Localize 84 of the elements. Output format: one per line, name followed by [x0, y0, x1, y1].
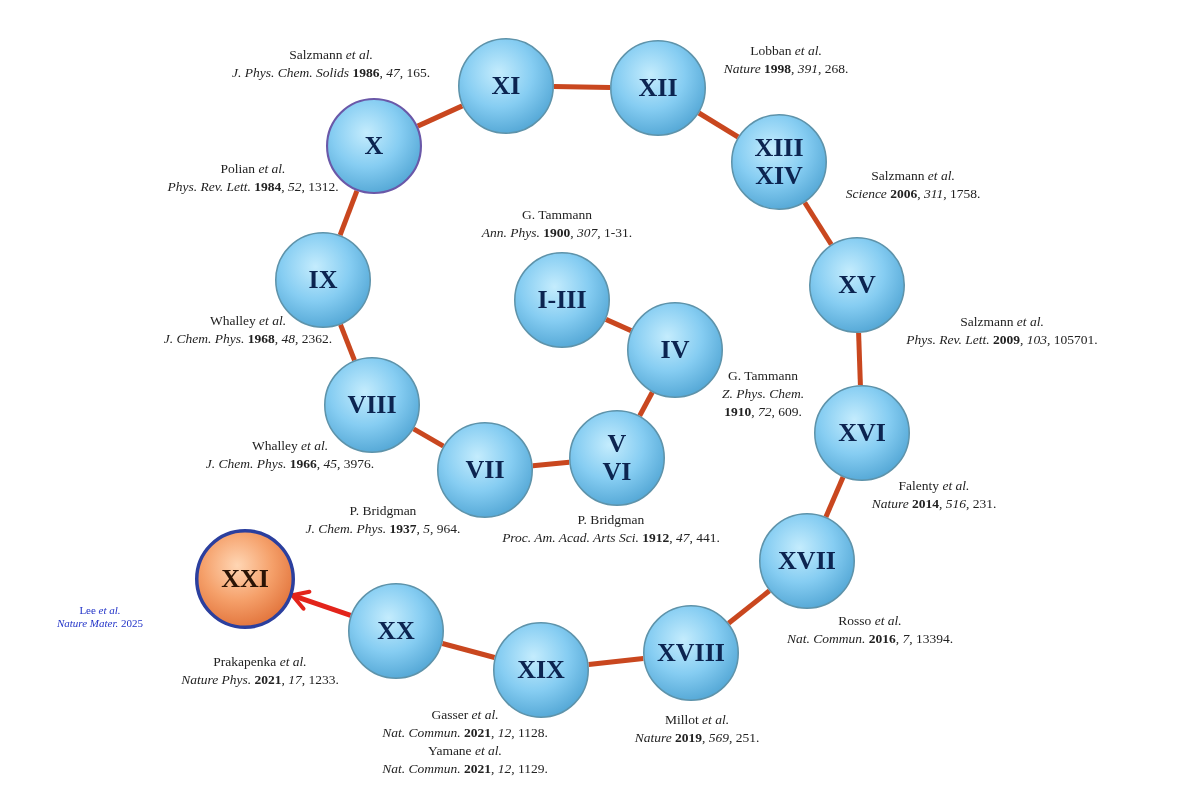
phase-circle — [759, 513, 855, 609]
connector-line — [412, 426, 445, 449]
journal-reference: Phys. Rev. Lett. 2009, 103, 105701. — [906, 331, 1098, 349]
connector-line — [697, 110, 740, 140]
connector-line — [416, 103, 464, 129]
connector-line — [856, 332, 863, 386]
author-names: P. Bridgman — [577, 511, 645, 529]
phase-numeral: XIX — [517, 656, 565, 684]
phase-numeral: XII — [638, 74, 678, 102]
phase-numeral: XIII — [754, 134, 804, 162]
author-names: Millot et al. — [664, 711, 730, 729]
connector-line — [588, 655, 644, 668]
author-names: Rosso et al. — [838, 612, 902, 630]
author-names: Polian et al. — [220, 160, 286, 178]
journal-reference: Nature 2019, 569, 251. — [634, 729, 760, 747]
author-names: Prakapenka et al. — [213, 653, 307, 671]
phase-circle — [458, 38, 554, 134]
connector-line — [727, 588, 771, 626]
phase-circle — [814, 385, 910, 481]
phase-circle — [809, 237, 905, 333]
phase-numeral: IV — [660, 336, 690, 364]
connector-line — [637, 391, 655, 417]
connector-line — [441, 641, 496, 660]
phase-numeral: VII — [465, 456, 505, 484]
author-names: Lobban et al. — [750, 42, 822, 60]
phase-circle — [569, 410, 665, 506]
connector-line — [532, 459, 570, 469]
author-names: Whalley et al. — [251, 437, 329, 455]
connector-line — [802, 201, 834, 246]
phase-circle — [348, 583, 444, 679]
author-names: G. Tammann — [727, 367, 798, 385]
journal-reference: Nature Phys. 2021, 17, 1233. — [181, 671, 339, 689]
phase-numeral: X — [364, 132, 384, 160]
journal-reference: Nature 1998, 391, 268. — [723, 60, 849, 78]
phase-circle — [643, 605, 739, 701]
phase-circle — [514, 252, 610, 348]
journal-reference: J. Chem. Phys. 1937, 5, 964. — [305, 520, 461, 538]
author-names: G. Tammann — [521, 206, 592, 224]
phase-circle — [437, 422, 533, 518]
connector-line — [823, 476, 846, 518]
connector-line — [337, 190, 360, 236]
phase-numeral: V — [607, 430, 627, 458]
journal-reference: Proc. Am. Acad. Arts Sci. 1912, 47, 441. — [502, 529, 720, 547]
journal-reference: Nature 2014, 516, 231. — [871, 495, 997, 513]
author-names: Gasser et al. — [431, 706, 499, 724]
phase-circle — [610, 40, 706, 136]
phase-numeral: XXI — [221, 565, 269, 593]
phase-numeral: IX — [308, 266, 338, 294]
author-names: Salzmann et al. — [871, 167, 955, 185]
journal-reference: Ann. Phys. 1900, 307, 1-31. — [481, 224, 633, 242]
phase-numeral: XIV — [755, 162, 803, 190]
phase-numeral: XV — [838, 271, 876, 299]
author-names: Yamane et al. — [428, 742, 502, 760]
journal-reference: Nature Mater. 2025 — [56, 617, 144, 630]
journal-reference: Nat. Commun. 2016, 7, 13394. — [786, 630, 954, 648]
author-names: P. Bridgman — [349, 502, 417, 520]
journal-reference: Z. Phys. Chem. 1910, 72, 609. — [720, 385, 806, 421]
phase-circle — [195, 529, 295, 629]
phase-circle — [731, 114, 827, 210]
connector-line — [604, 317, 633, 333]
journal-reference: J. Chem. Phys. 1966, 45, 3976. — [205, 455, 375, 473]
journal-reference: Phys. Rev. Lett. 1984, 52, 1312. — [167, 178, 339, 196]
phase-numeral: XVI — [838, 419, 886, 447]
phase-numeral: XI — [491, 72, 521, 100]
phase-circle — [627, 302, 723, 398]
journal-reference: Nat. Commun. 2021, 12, 1129. — [382, 760, 548, 778]
phase-numeral: I-III — [537, 286, 587, 314]
connector-line — [553, 84, 611, 90]
arrow — [290, 589, 352, 618]
author-names: Lee et al. — [79, 604, 121, 617]
author-names: Salzmann et al. — [289, 46, 373, 64]
phase-numeral: XX — [377, 617, 415, 645]
author-names: Whalley et al. — [209, 312, 287, 330]
phase-numeral: VI — [602, 458, 632, 486]
journal-reference: J. Phys. Chem. Solids 1986, 47, 165. — [232, 64, 430, 82]
phase-numeral: XVIII — [657, 639, 725, 667]
journal-reference: Science 2006, 311, 1758. — [845, 185, 981, 203]
journal-reference: J. Chem. Phys. 1968, 48, 2362. — [163, 330, 333, 348]
connector-line — [338, 323, 357, 362]
author-names: Falenty et al. — [898, 477, 970, 495]
phase-numeral: XVII — [778, 547, 836, 575]
author-names: Salzmann et al. — [960, 313, 1044, 331]
phase-numeral: VIII — [347, 391, 397, 419]
journal-reference: Nat. Commun. 2021, 12, 1128. — [382, 724, 548, 742]
